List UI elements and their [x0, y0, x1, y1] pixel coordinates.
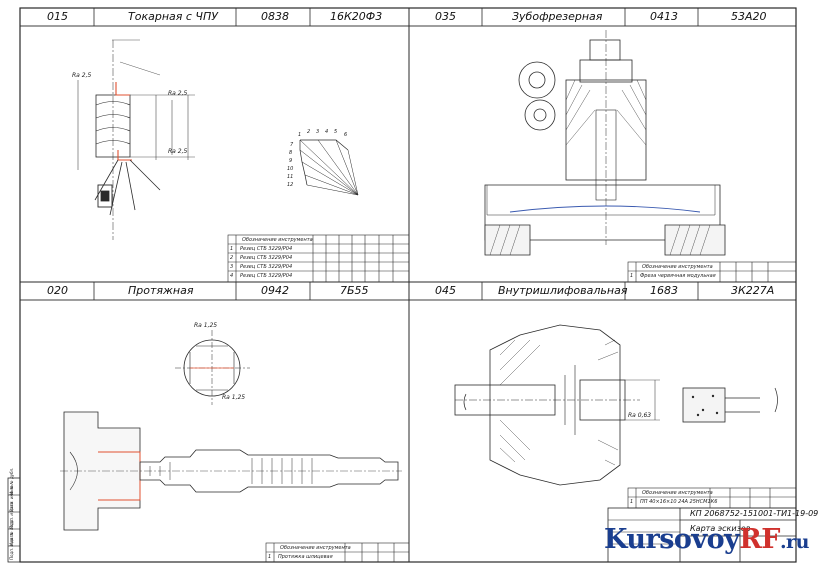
roughness-label: Ra 0,63 [628, 412, 652, 419]
tool-point-label: 3 [316, 129, 320, 135]
tool-table-row-name: Резец СТБ 3229/Р04 [240, 273, 293, 279]
tool-table-row-name: Резец СТБ 3229/Р04 [240, 255, 293, 261]
op3-machine: 7Б55 [340, 284, 369, 297]
tool-point-label: 9 [289, 158, 293, 164]
binding-stamp-labels: Инв. № подл. Подп. и дата Взам. инв. № И… [9, 468, 19, 560]
tool-table-row-number: 1 [630, 499, 634, 505]
tool-point-label: 4 [325, 129, 329, 135]
tool-table-header: Обозначение инструмента [642, 490, 713, 496]
tool-point-label: 6 [344, 132, 348, 138]
tool-table-row-number: 1 [630, 273, 634, 279]
op4-number: 045 [435, 284, 456, 297]
watermark-part2: RF [739, 524, 780, 555]
tool-point-label: 1 [298, 132, 302, 138]
turning-sketch [77, 39, 195, 240]
tool-table-row-name: Резец СТБ 3229/Р04 [240, 246, 293, 252]
op3-code: 0942 [261, 284, 289, 297]
tool-table-row-number: 1 [230, 246, 234, 252]
op2-code: 0413 [650, 10, 678, 23]
tool-table-row-number: 4 [230, 273, 234, 279]
op4-code: 1683 [650, 284, 678, 297]
roughness-label: Ra 1,25 [222, 394, 246, 401]
op3-name: Протяжная [128, 284, 194, 297]
op1-code: 0838 [261, 10, 289, 23]
tool-table-row-name: Фреза червячная модульная [640, 273, 716, 279]
op2-name: Зубофрезерная [512, 10, 603, 23]
tool-point-label: 11 [287, 174, 294, 180]
tool-table-row-number: 3 [230, 264, 234, 270]
binding-stamp [7, 477, 21, 563]
site-watermark[interactable]: KursovoyRF.ru [604, 524, 809, 555]
turning-tool-table [227, 234, 410, 283]
hobbing-tool-table [627, 261, 797, 283]
op4-machine: 3К227А [731, 284, 775, 297]
op4-name: Внутришлифовальная [498, 284, 628, 297]
op1-number: 015 [47, 10, 68, 23]
op3-number: 020 [47, 284, 68, 297]
watermark-part1: Kursovoy [604, 524, 740, 555]
stamp-label: Подп. и дата [9, 532, 14, 560]
op1-machine: 16К20Ф3 [330, 10, 383, 23]
title-block [607, 507, 797, 563]
tool-path-diagram [299, 139, 359, 196]
tool-point-label: 7 [290, 142, 294, 148]
tool-point-label: 12 [287, 182, 294, 188]
broaching-tool-table [265, 542, 410, 563]
hobbing-sketch [484, 30, 726, 256]
tool-table-row-name: ПП 40×16×10 24А 25НСМ1К6 [640, 499, 718, 505]
tool-point-label: 10 [287, 166, 294, 172]
technical-drawing-sheet [7, 7, 797, 563]
header-row-035 [408, 7, 797, 27]
watermark-part3: .ru [779, 531, 809, 553]
tool-table-header: Обозначение инструмента [642, 264, 713, 270]
tool-table-row-number: 1 [268, 554, 272, 560]
tool-point-label: 2 [307, 129, 311, 135]
roughness-label: Ra 2,5 [168, 90, 188, 97]
grinding-sketch [454, 324, 778, 486]
op1-name: Токарная с ЧПУ [128, 10, 218, 23]
roughness-label: Ra 1,25 [194, 322, 218, 329]
tool-table-header: Обозначение инструмента [242, 237, 313, 243]
tool-point-label: 8 [289, 150, 293, 156]
op2-machine: 53А20 [731, 10, 767, 23]
tool-table-row-name: Резец СТБ 3229/Р04 [240, 264, 293, 270]
drawing-number: КП 2068752-151001-ТИ1-19-09 [690, 509, 818, 518]
sheet-title: Карта эскизов [690, 524, 751, 533]
op2-number: 035 [435, 10, 456, 23]
stamp-label: Инв. № дубл. [9, 467, 14, 495]
tool-table-row-number: 2 [230, 255, 234, 261]
tool-point-label: 5 [334, 129, 338, 135]
tool-table-row-name: Протяжка шлицевая [278, 554, 333, 560]
roughness-label: Ra 2,5 [168, 148, 188, 155]
roughness-label: Ra 2,5 [72, 72, 92, 79]
header-row-045 [408, 281, 797, 301]
broaching-sketch [60, 330, 402, 531]
tool-table-header: Обозначение инструмента [280, 545, 351, 551]
